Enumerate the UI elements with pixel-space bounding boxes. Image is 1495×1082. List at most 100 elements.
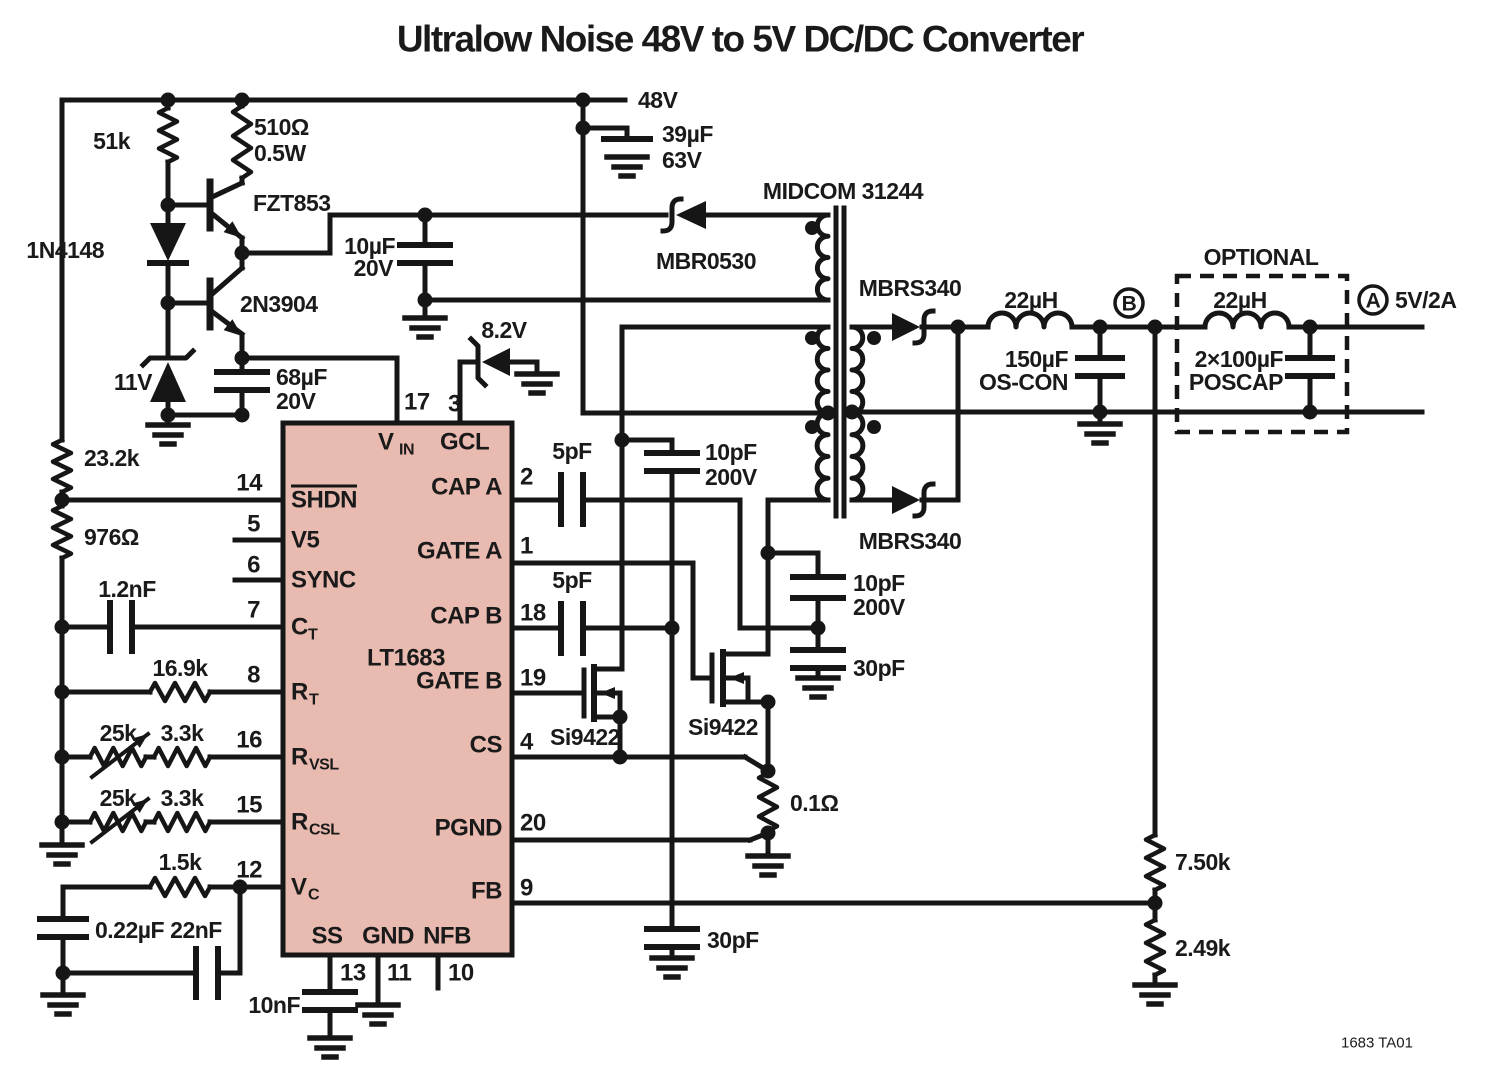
- pin-num-7: 7: [247, 597, 260, 624]
- label-transformer: MIDCOM 31244: [763, 178, 924, 204]
- ic-name: LT1683: [367, 645, 445, 672]
- ic-pin-capb: CAP B: [430, 603, 502, 630]
- ic-pin-gatea: GATE A: [417, 538, 502, 565]
- ic-pin-rvsl-sub: VSL: [309, 757, 339, 774]
- pin-num-12: 12: [236, 857, 262, 884]
- label-m-si9422-a: Si9422: [550, 724, 620, 750]
- label-r-16-9k: 16.9k: [152, 655, 208, 681]
- pin-num-17: 17: [404, 389, 430, 416]
- ic-pin-fb: FB: [471, 878, 502, 905]
- pin-num-9: 9: [520, 875, 533, 902]
- pin-num-8: 8: [247, 662, 260, 689]
- label-m-si9422-b: Si9422: [688, 714, 758, 740]
- ic-pin-rcsl-sub: CSL: [309, 822, 340, 839]
- pin-num-6: 6: [247, 552, 260, 579]
- label-vout: 5V/2A: [1395, 287, 1456, 313]
- label-r-23-2k: 23.2k: [84, 445, 140, 471]
- ic-pin-shdn: SHDN: [291, 487, 357, 514]
- pin-num-4: 4: [520, 729, 534, 756]
- label-optional: OPTIONAL: [1204, 244, 1319, 270]
- circuit-graphics: [37, 92, 1425, 1060]
- ic-pin-vin: V: [378, 429, 394, 456]
- label-c-68uf: 68µF: [276, 364, 327, 390]
- node-a-letter: A: [1366, 290, 1381, 313]
- label-l-22uh-a: 22µH: [1004, 287, 1057, 313]
- ic-pin-rcsl: R: [291, 809, 308, 836]
- ic-pin-vin-sub: IN: [399, 442, 414, 459]
- ic-body: [280, 420, 515, 958]
- label-48v: 48V: [638, 87, 679, 113]
- pin-num-11: 11: [387, 960, 412, 987]
- pin-num-1: 1: [520, 533, 533, 560]
- label-c-150uf-type: OS-CON: [979, 369, 1068, 395]
- label-r-25k-b: 25k: [100, 785, 138, 811]
- page-title: Ultralow Noise 48V to 5V DC/DC Converter: [397, 19, 1084, 60]
- pin-num-18: 18: [520, 600, 546, 627]
- label-r-976: 976Ω: [84, 524, 139, 550]
- ic-pin-gateb: GATE B: [416, 668, 502, 695]
- label-c-39uf-v: 63V: [662, 147, 703, 173]
- pin-num-2: 2: [520, 464, 533, 491]
- label-r-2-49k: 2.49k: [1175, 935, 1231, 961]
- label-q-2n3904: 2N3904: [240, 291, 318, 317]
- label-c-poscap-type: POSCAP: [1189, 369, 1283, 395]
- ic-pin-gnd: GND: [362, 923, 414, 950]
- ic-pin-pgnd: PGND: [435, 815, 503, 842]
- label-r-51k: 51k: [93, 128, 131, 154]
- label-d-mbr0530: MBR0530: [656, 248, 756, 274]
- pin-num-19: 19: [520, 665, 546, 692]
- label-d-mbrs340-b: MBRS340: [859, 528, 962, 554]
- label-c-10uf-v: 20V: [354, 255, 395, 281]
- ic-pin-ct: C: [291, 614, 308, 641]
- label-c-10uf: 10µF: [344, 233, 395, 259]
- label-z-11v: 11V: [114, 369, 153, 395]
- pin-num-15: 15: [236, 792, 262, 819]
- pin-num-13: 13: [340, 960, 366, 987]
- ic-pin-v5: V5: [291, 527, 320, 554]
- label-c-10pf-b: 10pF: [853, 570, 905, 596]
- ic-pin-vc-sub: C: [308, 887, 320, 904]
- pin-num-3: 3: [448, 391, 461, 418]
- label-r-510-w: 0.5W: [254, 140, 306, 166]
- label-l-22uh-b: 22µH: [1213, 287, 1266, 313]
- label-c-5pf-a: 5pF: [552, 438, 592, 464]
- label-c-poscap: 2×100µF: [1195, 346, 1284, 372]
- pin-num-16: 16: [236, 727, 262, 754]
- label-c-10nf: 10nF: [248, 992, 300, 1018]
- label-c-150uf: 150µF: [1005, 346, 1069, 372]
- ic-pin-rt: R: [291, 679, 308, 706]
- ic-pin-ss: SS: [311, 923, 343, 950]
- label-r-7-50k: 7.50k: [1175, 849, 1231, 875]
- ic-pin-capa: CAP A: [431, 474, 502, 501]
- label-d-1n4148: 1N4148: [26, 237, 104, 263]
- label-c-30pf-a: 30pF: [707, 927, 759, 953]
- pin-num-14: 14: [236, 470, 263, 497]
- doc-id: 1683 TA01: [1341, 1035, 1413, 1052]
- ic-pin-gcl: GCL: [440, 429, 489, 456]
- label-c-22nf: 22nF: [170, 917, 222, 943]
- label-c-5pf-b: 5pF: [552, 567, 592, 593]
- label-r-510: 510Ω: [254, 114, 309, 140]
- ic-pin-nfb: NFB: [423, 923, 471, 950]
- label-r-3-3k-a: 3.3k: [161, 720, 204, 746]
- pin-num-10: 10: [448, 960, 474, 987]
- label-c-1-2nf: 1.2nF: [98, 576, 156, 602]
- node-b-letter: B: [1122, 293, 1137, 316]
- pin-num-20: 20: [520, 810, 546, 837]
- ic-pin-ct-sub: T: [308, 627, 318, 644]
- label-r-sense: 0.1Ω: [790, 790, 838, 816]
- label-c-10pf-a-v: 200V: [705, 464, 758, 490]
- label-q-fzt853: FZT853: [253, 190, 331, 216]
- label-c-68uf-v: 20V: [276, 388, 317, 414]
- label-c-0-22uf: 0.22µF: [95, 917, 165, 943]
- label-d-mbrs340-a: MBRS340: [859, 275, 962, 301]
- label-c-39uf: 39µF: [662, 121, 713, 147]
- label-z-8-2v: 8.2V: [481, 317, 527, 343]
- ic-pin-cs: CS: [470, 732, 503, 759]
- ic-pin-vc: V: [291, 874, 307, 901]
- label-r-3-3k-b: 3.3k: [161, 785, 204, 811]
- label-c-10pf-b-v: 200V: [853, 594, 906, 620]
- label-r-25k-a: 25k: [100, 720, 138, 746]
- ic-pin-rvsl: R: [291, 744, 308, 771]
